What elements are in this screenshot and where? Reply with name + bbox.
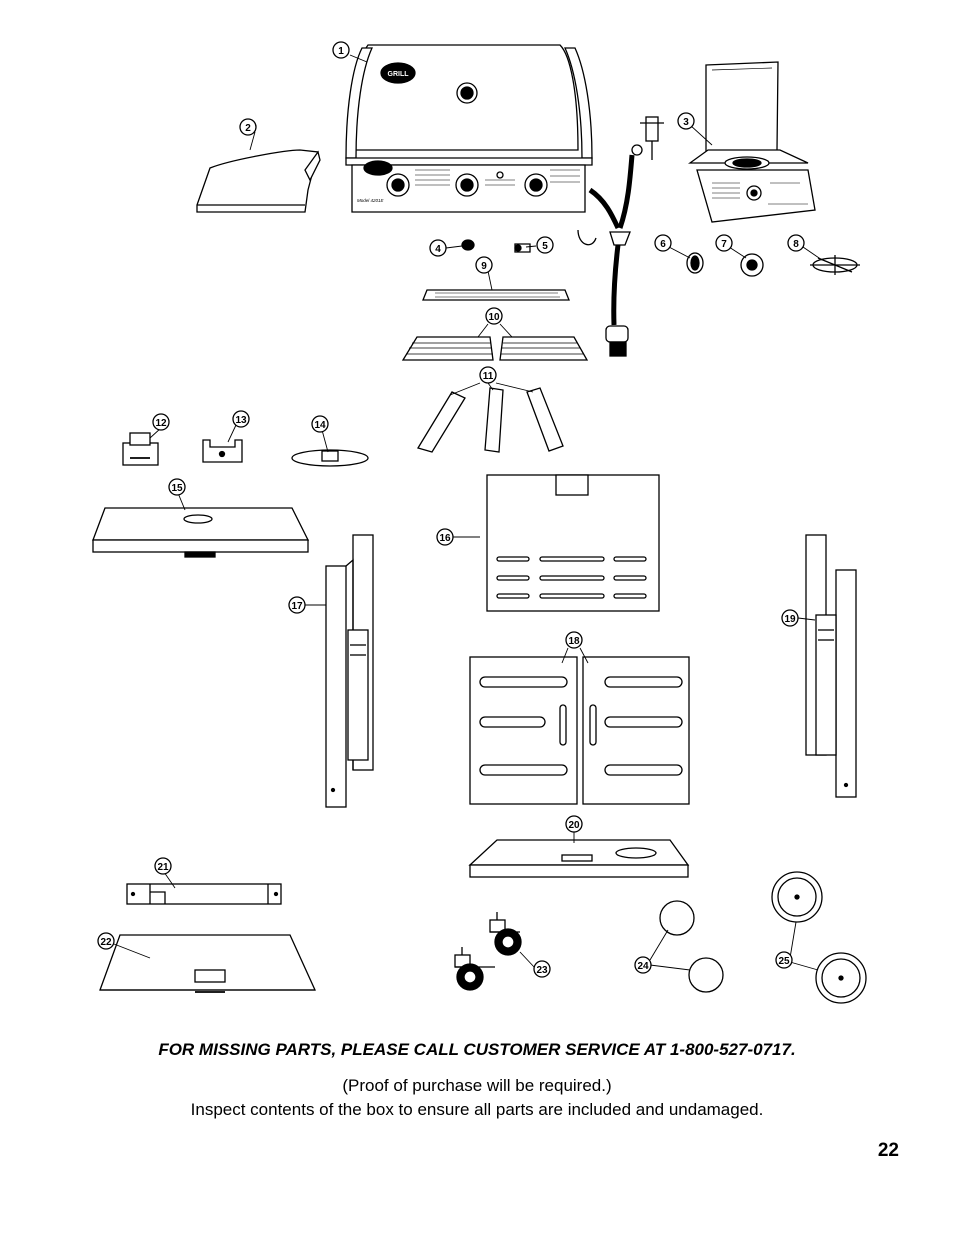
- callout-16: 16: [436, 528, 454, 546]
- callout-23: 23: [533, 960, 551, 978]
- callout-19: 19: [781, 609, 799, 627]
- part-grate-8: [810, 255, 860, 275]
- callout-11: 11: [479, 366, 497, 384]
- callout-17: 17: [288, 596, 306, 614]
- part-casters: [454, 912, 522, 991]
- proof-of-purchase-note: (Proof of purchase will be required.): [342, 1076, 612, 1095]
- svg-text:22: 22: [100, 937, 112, 948]
- svg-text:8: 8: [793, 239, 799, 250]
- part-grease-tray: [99, 934, 317, 993]
- callout-4: 4: [429, 239, 447, 257]
- callout-1: 1: [332, 41, 350, 59]
- callout-14: 14: [311, 415, 329, 433]
- svg-text:13: 13: [235, 415, 247, 426]
- callout-2: 2: [239, 118, 257, 136]
- callout-22: 22: [97, 932, 115, 950]
- callout-3: 3: [677, 112, 695, 130]
- svg-text:14: 14: [314, 420, 326, 431]
- part-knob-6: [686, 252, 704, 274]
- svg-text:Model 4201E: Model 4201E: [357, 198, 385, 203]
- inspect-contents-note: Inspect contents of the box to ensure al…: [190, 1100, 764, 1119]
- part-heat-tents: [417, 387, 564, 453]
- callout-12: 12: [152, 413, 170, 431]
- part-left-frame: [325, 534, 374, 808]
- part-warming-rack: [422, 289, 570, 301]
- svg-text:21: 21: [157, 862, 169, 873]
- part-base-panel: [468, 839, 690, 878]
- callouts: 1 2 3 4 5 6 7 8 9 10 11 12 13 14 15 16 1…: [97, 41, 805, 978]
- callout-5: 5: [536, 236, 554, 254]
- part-cooking-grates: [401, 336, 589, 361]
- callout-21: 21: [154, 857, 172, 875]
- svg-text:19: 19: [784, 614, 796, 625]
- callout-25: 25: [775, 951, 793, 969]
- svg-text:15: 15: [171, 483, 183, 494]
- svg-text:9: 9: [481, 261, 487, 272]
- callout-20: 20: [565, 815, 583, 833]
- part-wheels: [771, 871, 867, 1004]
- svg-text:23: 23: [536, 965, 548, 976]
- part-side-burner: [687, 61, 816, 223]
- svg-text:3: 3: [683, 117, 689, 128]
- part-regulator-hose: [605, 116, 664, 357]
- svg-text:2: 2: [245, 123, 251, 134]
- part-doors: [469, 656, 690, 805]
- callout-15: 15: [168, 478, 186, 496]
- svg-text:16: 16: [439, 533, 451, 544]
- part-bracket-12: [122, 432, 159, 466]
- part-caps: [659, 900, 724, 993]
- svg-text:11: 11: [483, 371, 494, 382]
- part-grill-head: GRILL Model 4201E: [345, 44, 621, 246]
- callout-7: 7: [715, 234, 733, 252]
- brand-logo: [380, 62, 416, 84]
- part-knob-4: [461, 239, 475, 251]
- svg-text:7: 7: [721, 239, 727, 250]
- callout-8: 8: [787, 234, 805, 252]
- page-number: 22: [877, 1140, 899, 1161]
- svg-text:5: 5: [542, 241, 548, 252]
- callout-18: 18: [565, 631, 583, 649]
- callout-6: 6: [654, 234, 672, 252]
- svg-text:17: 17: [291, 601, 303, 612]
- callout-13: 13: [232, 410, 250, 428]
- part-right-frame: [805, 534, 857, 798]
- svg-text:25: 25: [778, 956, 790, 967]
- part-igniter-5: [514, 243, 531, 253]
- svg-text:24: 24: [637, 961, 649, 972]
- svg-text:GRILL: GRILL: [388, 71, 410, 78]
- part-bezel-7: [740, 253, 764, 277]
- part-crossbar: [126, 883, 282, 905]
- svg-text:6: 6: [660, 239, 666, 250]
- svg-text:12: 12: [155, 418, 167, 429]
- part-plate-14: [291, 449, 369, 467]
- exploded-parts-diagram: GRILL Model 4201E: [92, 41, 867, 1004]
- svg-text:1: 1: [338, 46, 344, 57]
- callout-24: 24: [634, 956, 652, 974]
- part-bracket-13: [202, 439, 243, 463]
- leader-lines: [113, 54, 823, 971]
- svg-text:4: 4: [435, 244, 441, 255]
- callout-10: 10: [485, 307, 503, 325]
- part-bottom-tray: [92, 507, 310, 558]
- svg-text:18: 18: [568, 636, 580, 647]
- missing-parts-notice: FOR MISSING PARTS, PLEASE CALL CUSTOMER …: [158, 1040, 796, 1059]
- callout-9: 9: [475, 256, 493, 274]
- part-side-shelf: [196, 149, 321, 213]
- svg-text:10: 10: [488, 312, 500, 323]
- svg-text:20: 20: [568, 820, 580, 831]
- part-back-panel: [486, 474, 660, 612]
